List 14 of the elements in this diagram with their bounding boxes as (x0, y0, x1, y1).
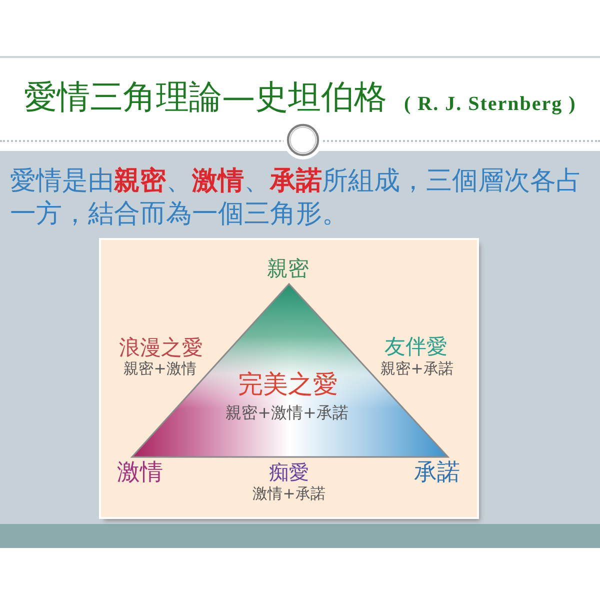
love-type-label: 痴愛 (269, 462, 309, 482)
title-heading: 愛情三角理論—史坦伯格 (24, 80, 387, 113)
love-type-label: 浪漫之愛 (119, 338, 203, 358)
author-name: ( R. J. Sternberg ) (404, 94, 576, 114)
vertex-label: 承諾 (414, 462, 460, 484)
component-label: 親密+承諾 (380, 362, 454, 376)
vertex-label: 激情 (117, 462, 163, 484)
love-type-label: 完美之愛 (238, 372, 338, 396)
component-label: 激情+承諾 (252, 486, 326, 502)
component-label: 親密+激情 (124, 362, 196, 376)
component-label: 親密+激情+承諾 (226, 405, 348, 421)
intro-paragraph: 愛情是由親密、激情、承諾所組成，三個層次各占一方，結合而為一個三角形。 (10, 165, 583, 231)
vertex-label: 親密 (267, 258, 309, 280)
love-type-label: 友伴愛 (384, 336, 448, 358)
